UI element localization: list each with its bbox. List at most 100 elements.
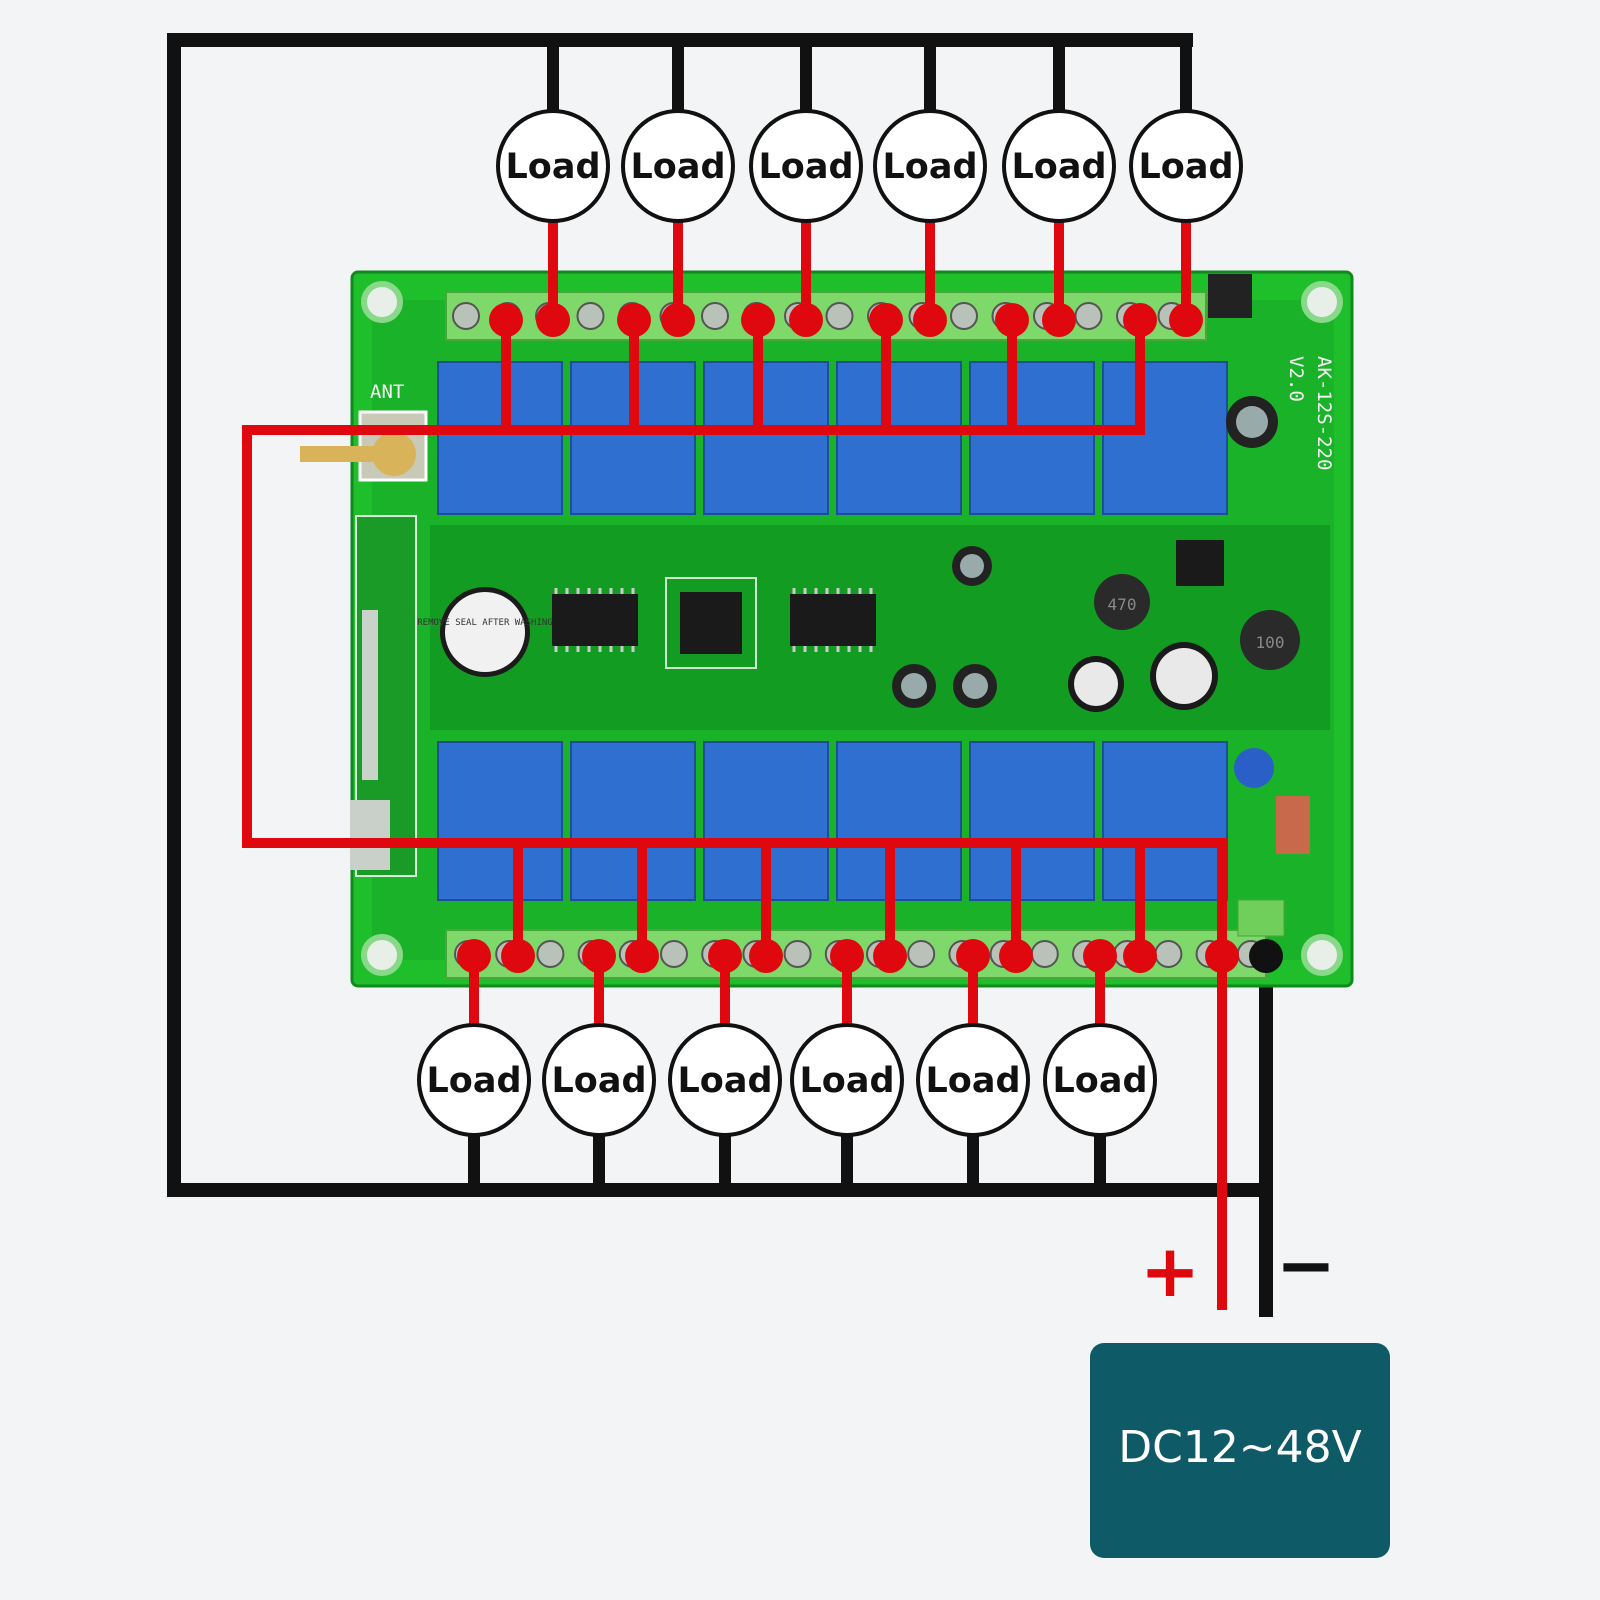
power-supply-label: DC12~48V bbox=[1118, 1422, 1362, 1473]
terminal-dot bbox=[1123, 303, 1157, 337]
relay bbox=[969, 361, 1095, 515]
terminal-screw bbox=[1030, 940, 1059, 968]
load-circle bbox=[417, 1023, 531, 1137]
loads-top-row: Load Load Load Load Load Load bbox=[496, 109, 1243, 223]
inductor-label-2: 100 bbox=[1256, 633, 1285, 652]
version-label: V2.0 bbox=[1285, 356, 1307, 402]
pairing-button bbox=[1208, 274, 1252, 318]
relay bbox=[437, 741, 563, 901]
ic-right bbox=[790, 588, 876, 652]
positive-symbol: + bbox=[1140, 1229, 1200, 1313]
power-positive-dot bbox=[1205, 939, 1239, 973]
rf-module bbox=[350, 515, 417, 877]
load-circle bbox=[1129, 109, 1243, 223]
load-circle bbox=[873, 109, 987, 223]
terminal-dot bbox=[489, 303, 523, 337]
terminal-screw bbox=[1154, 940, 1183, 968]
terminal-dot bbox=[1083, 939, 1117, 973]
inductor-label-1: 470 bbox=[1108, 595, 1137, 614]
terminal-screw bbox=[825, 302, 854, 330]
load-label: Load bbox=[551, 1061, 646, 1101]
load-circle bbox=[1002, 109, 1116, 223]
relays-top-row bbox=[437, 361, 1228, 515]
load-top-3: Load bbox=[749, 109, 863, 223]
terminal-screw bbox=[907, 940, 936, 968]
load-circle bbox=[916, 1023, 1030, 1137]
terminal-screw bbox=[783, 940, 812, 968]
terminal-dot bbox=[617, 303, 651, 337]
capacitors bbox=[892, 396, 1278, 712]
load-circle bbox=[668, 1023, 782, 1137]
load-top-4: Load bbox=[873, 109, 987, 223]
negative-symbol: − bbox=[1276, 1223, 1336, 1307]
load-label: Load bbox=[799, 1061, 894, 1101]
terminal-dot bbox=[1123, 939, 1157, 973]
load-bottom-3: Load bbox=[668, 1023, 782, 1137]
mcu-chip bbox=[665, 577, 757, 669]
terminal-dot bbox=[995, 303, 1029, 337]
relay bbox=[1102, 361, 1228, 515]
load-circle bbox=[790, 1023, 904, 1137]
relay-board: REMOVE SEAL AFTER WASHING 470 bbox=[300, 270, 1354, 988]
relay bbox=[703, 361, 829, 515]
load-label: Load bbox=[758, 147, 853, 187]
load-bottom-4: Load bbox=[790, 1023, 904, 1137]
terminal-dot bbox=[457, 939, 491, 973]
power-terminal bbox=[1237, 899, 1285, 937]
load-label: Load bbox=[882, 147, 977, 187]
terminal-dot bbox=[536, 303, 570, 337]
terminal-screw bbox=[452, 302, 480, 330]
relay bbox=[836, 361, 962, 515]
relay bbox=[437, 361, 563, 515]
load-label: Load bbox=[1052, 1061, 1147, 1101]
terminal-dot bbox=[956, 939, 990, 973]
model-label: AK-12S-220 bbox=[1313, 356, 1335, 470]
relay bbox=[570, 361, 696, 515]
relay bbox=[969, 741, 1095, 901]
terminal-dot bbox=[625, 939, 659, 973]
negative-drops-top bbox=[547, 40, 1192, 111]
load-label: Load bbox=[505, 147, 600, 187]
power-supply-box: DC12~48V bbox=[1090, 1343, 1390, 1558]
terminal-screw bbox=[1074, 302, 1103, 330]
load-label: Load bbox=[1011, 147, 1106, 187]
terminal-screw bbox=[576, 302, 605, 330]
load-top-6: Load bbox=[1129, 109, 1243, 223]
terminal-screw bbox=[536, 940, 565, 968]
positive-com-taps-bottom bbox=[513, 843, 1145, 956]
load-circle bbox=[621, 109, 735, 223]
antenna-label: ANT bbox=[370, 381, 404, 403]
terminal-dot bbox=[661, 303, 695, 337]
terminal-dot bbox=[830, 939, 864, 973]
terminal-dot bbox=[873, 939, 907, 973]
load-label: Load bbox=[630, 147, 725, 187]
load-label: Load bbox=[426, 1061, 521, 1101]
relay bbox=[1102, 741, 1228, 901]
terminal-dot bbox=[708, 939, 742, 973]
load-label: Load bbox=[1138, 147, 1233, 187]
load-bottom-6: Load bbox=[1043, 1023, 1157, 1137]
terminal-dot bbox=[749, 939, 783, 973]
terminal-screw bbox=[660, 940, 688, 968]
load-bottom-2: Load bbox=[542, 1023, 656, 1137]
terminal-dot bbox=[913, 303, 947, 337]
buzzer-label: REMOVE SEAL AFTER WASHING bbox=[417, 618, 552, 628]
y-capacitor bbox=[1234, 748, 1274, 788]
relay bbox=[836, 741, 962, 901]
terminal-dot bbox=[582, 939, 616, 973]
relay bbox=[570, 741, 696, 901]
load-label: Load bbox=[925, 1061, 1020, 1101]
terminal-dot bbox=[1042, 303, 1076, 337]
terminal-screw bbox=[950, 302, 978, 330]
load-circle bbox=[749, 109, 863, 223]
relays-bottom-row bbox=[437, 741, 1228, 901]
terminal-dot bbox=[789, 303, 823, 337]
load-top-5: Load bbox=[1002, 109, 1116, 223]
negative-drops-bottom bbox=[468, 1135, 1106, 1190]
terminal-dot bbox=[1169, 303, 1203, 337]
ic-left bbox=[552, 588, 638, 652]
buzzer: REMOVE SEAL AFTER WASHING bbox=[417, 587, 553, 677]
antenna-connector bbox=[300, 410, 428, 482]
inductors: 470 100 bbox=[1094, 540, 1300, 670]
